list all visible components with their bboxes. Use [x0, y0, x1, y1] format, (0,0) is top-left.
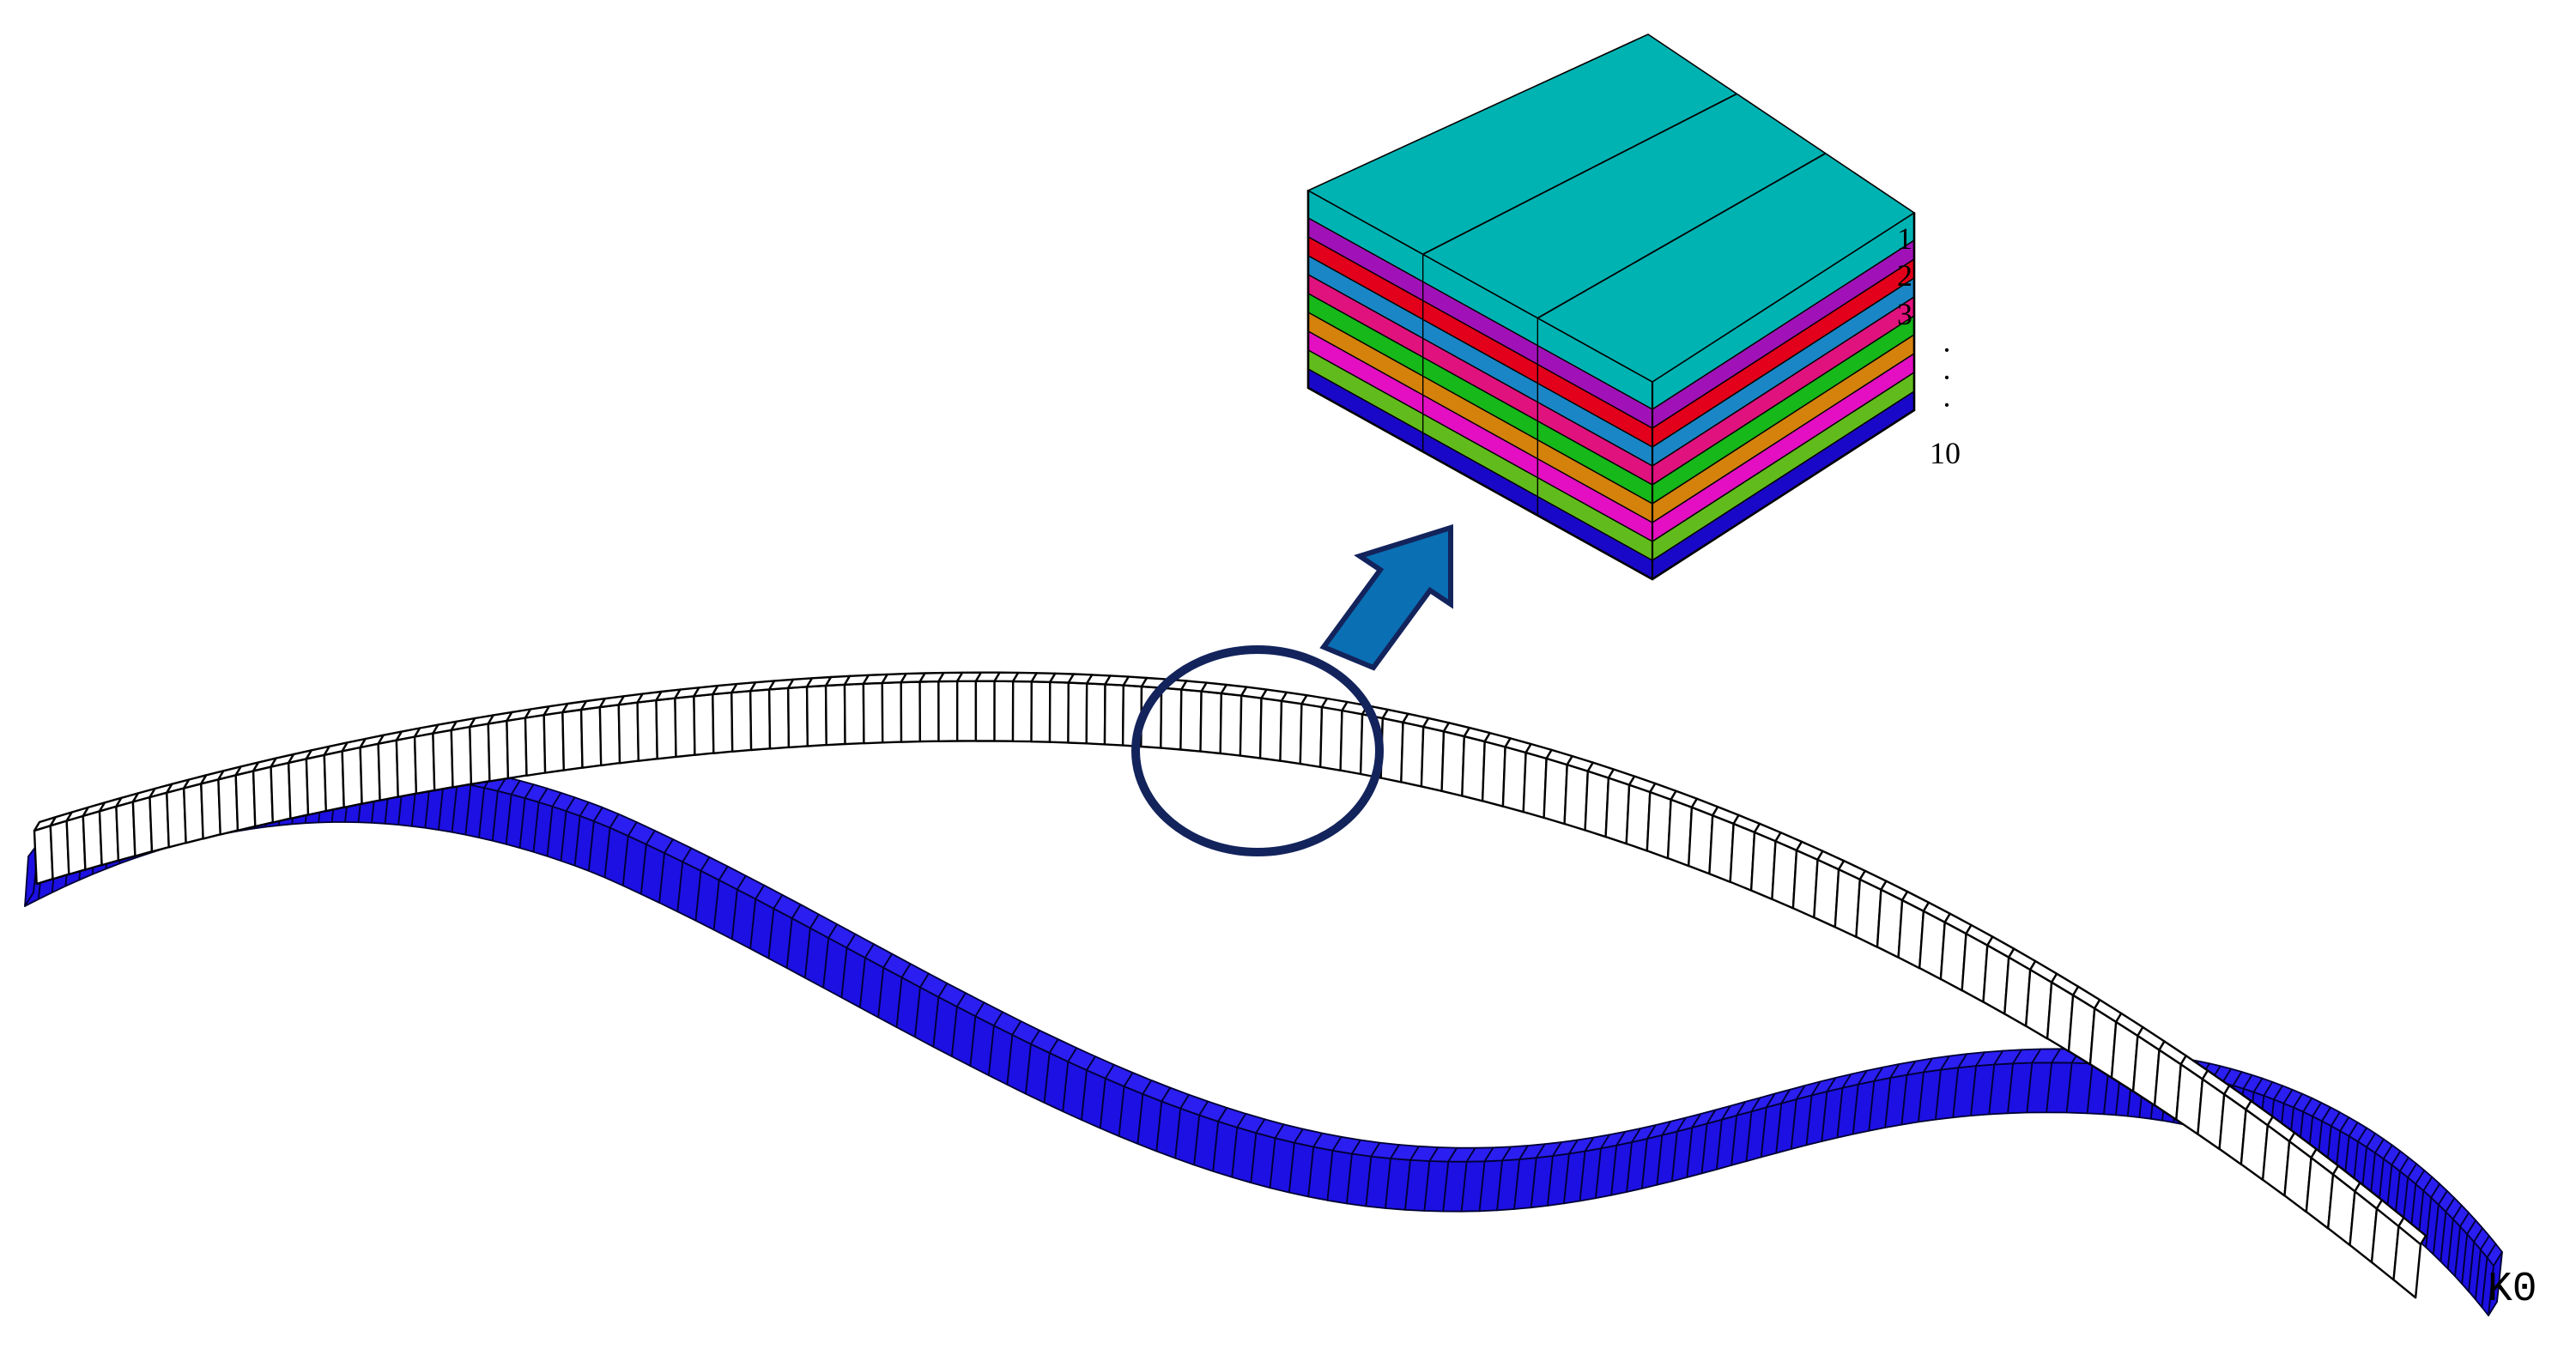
undeformed-beam-element	[148, 791, 171, 853]
undeformed-beam-element	[1179, 688, 1203, 753]
undeformed-beam-element	[636, 699, 658, 762]
undeformed-beam-element	[1420, 725, 1446, 792]
undeformed-beam	[33, 671, 2428, 1299]
undeformed-beam-element	[413, 732, 436, 795]
undeformed-beam-element	[843, 682, 865, 746]
element-boundary-top	[1422, 93, 1737, 256]
undeformed-beam-element	[1339, 709, 1364, 776]
undeformed-beam-element	[693, 693, 715, 756]
undeformed-beam-element	[1584, 770, 1610, 838]
undeformed-beam-element	[1199, 690, 1223, 755]
layer-labels: 1 2 3 · · · 10	[1897, 221, 1961, 470]
undeformed-beam-element	[395, 735, 418, 798]
layer-label-dot-2: ·	[1942, 360, 1952, 395]
undeformed-beam-element	[955, 680, 978, 742]
undeformed-beam-element	[487, 719, 510, 783]
undeformed-beam-element	[1461, 735, 1486, 802]
undeformed-beam-element	[712, 691, 734, 754]
undeformed-beam-element	[730, 690, 753, 753]
laminate-layer-stack	[1306, 33, 1916, 581]
element-boundary-top	[1537, 152, 1827, 319]
undeformed-beam-element	[377, 739, 399, 801]
undeformed-beam-element	[617, 701, 640, 765]
undeformed-beam-element	[115, 801, 136, 862]
undeformed-beam-element	[862, 681, 884, 745]
layer-label-10: 10	[1930, 436, 1961, 470]
undeformed-beam-element	[993, 680, 1015, 742]
undeformed-beam-element	[524, 714, 547, 777]
undeformed-beam-element	[900, 680, 922, 743]
undeformed-beam-element	[768, 687, 791, 750]
undeformed-beam-element	[1048, 680, 1070, 744]
undeformed-beam-element	[1160, 687, 1183, 751]
undeformed-beam-element	[1085, 682, 1106, 746]
undeformed-beam-element	[1522, 751, 1548, 820]
deformed-beam	[24, 758, 2503, 1316]
undeformed-beam-element	[1543, 757, 1568, 826]
undeformed-beam-element	[341, 746, 363, 809]
undeformed-beam-element	[881, 680, 903, 744]
layer-label-3: 3	[1897, 297, 1912, 331]
undeformed-beam-element	[937, 680, 959, 742]
undeformed-beam-element	[542, 711, 565, 774]
undeformed-beam-element	[506, 717, 528, 780]
callout-arrow-icon	[1319, 523, 1453, 671]
undeformed-beam-element	[1604, 777, 1631, 845]
undeformed-beam-element	[598, 704, 621, 767]
undeformed-beam-element	[1563, 763, 1590, 832]
undeformed-beam-element	[1299, 703, 1324, 768]
undeformed-beam-element	[234, 770, 257, 832]
undeformed-beam-element	[469, 723, 491, 785]
undeformed-beam-element	[323, 750, 345, 813]
undeformed-beam-element	[579, 705, 603, 769]
undeformed-beam-element	[918, 680, 940, 743]
undeformed-beam-element	[1318, 705, 1343, 771]
highlight-ring-icon	[1131, 645, 1384, 856]
undeformed-beam-element	[561, 708, 584, 771]
undeformed-beam-element	[1400, 721, 1425, 788]
layer-label-dot-3: ·	[1942, 388, 1952, 422]
undeformed-beam-element	[131, 795, 154, 857]
undeformed-beam-element	[200, 778, 221, 840]
undeformed-beam-element	[1501, 746, 1527, 814]
undeformed-beam-element	[252, 765, 274, 828]
undeformed-beam-element	[166, 787, 187, 849]
undeformed-beam-element	[270, 761, 292, 824]
undeformed-beam-element	[450, 725, 473, 789]
layer-label-1: 1	[1897, 221, 1912, 256]
undeformed-beam-top	[2397, 1216, 2428, 1246]
undeformed-beam-element	[674, 695, 696, 759]
undeformed-beam-element	[1258, 697, 1283, 762]
undeformed-beam-element	[217, 774, 239, 836]
undeformed-beam-element	[1067, 681, 1088, 745]
undeformed-beam-element	[359, 742, 381, 805]
undeformed-beam-element	[824, 683, 846, 747]
undeformed-beam-element	[1011, 680, 1033, 743]
layer-label-dot-1: ·	[1942, 333, 1952, 367]
undeformed-beam-element	[1103, 683, 1125, 747]
undeformed-beam-element	[805, 684, 827, 747]
undeformed-beam-element	[655, 697, 677, 760]
undeformed-beam-element	[182, 783, 204, 844]
undeformed-beam-element	[432, 729, 454, 792]
node-label: K0	[2488, 1267, 2537, 1313]
undeformed-beam-element	[749, 688, 772, 752]
undeformed-beam-element	[288, 758, 310, 820]
undeformed-beam-element	[305, 753, 327, 816]
undeformed-beam-element	[1625, 783, 1652, 852]
undeformed-beam-element	[1440, 730, 1466, 797]
undeformed-beam-element	[1379, 717, 1404, 783]
undeformed-beam-element	[1481, 740, 1506, 808]
undeformed-beam-element	[974, 680, 996, 742]
undeformed-beam-element	[1239, 694, 1263, 759]
layer-label-2: 2	[1897, 258, 1912, 293]
undeformed-beam-element	[1279, 699, 1303, 765]
deformed-beam-end-cap	[2488, 1251, 2503, 1316]
undeformed-beam-element	[1030, 680, 1052, 743]
undeformed-beam-element	[1219, 692, 1243, 757]
undeformed-beam-element	[787, 686, 809, 749]
